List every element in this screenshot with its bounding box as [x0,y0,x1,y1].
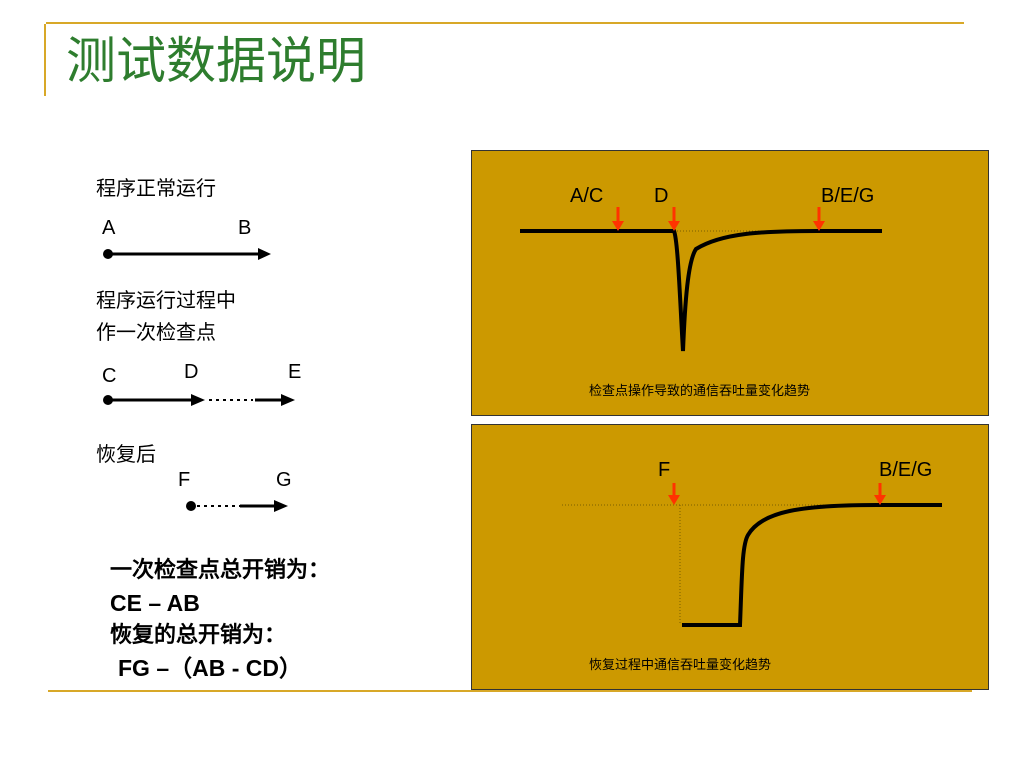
marker-label-ac: A/C [570,185,604,207]
point-b-label: B [238,217,252,239]
checkpoint-throughput-caption: 检查点操作导致的通信吞吐量变化趋势 [589,384,811,399]
marker-label-f: F [658,459,671,481]
bottom-rule [48,690,972,692]
marker-arrow-ac [612,207,624,231]
checkpoint-throughput-plot [520,207,882,352]
marker-arrow-d [668,207,680,231]
point-d-label: D [184,361,199,383]
checkpoint-run-label-1: 程序运行过程中 [96,288,236,312]
summary-line-4: FG –（AB - CD） [118,655,302,681]
start-dot [186,501,196,511]
top-rule [46,22,964,24]
point-a-label: A [102,217,116,239]
recovery-throughput-plot [562,483,942,627]
normal-run-timeline [103,248,271,260]
left-rule [44,24,46,96]
checkpoint-run-timeline [103,394,295,406]
point-g-label: G [276,469,292,491]
timeline-arrowhead [191,394,205,406]
timeline-arrowhead [281,394,295,406]
recovery-timeline [186,500,288,512]
recovery-throughput-panel: F B/E/G 恢复过程中通信吞吐量变化趋势 [471,424,989,690]
recovery-throughput-caption: 恢复过程中通信吞吐量变化趋势 [589,658,772,673]
point-c-label: C [102,365,117,387]
recovery-label: 恢复后 [96,442,156,466]
page-title: 测试数据说明 [66,32,366,90]
summary-line-2: CE – AB [110,590,200,616]
checkpoint-run-label-2: 作一次检查点 [96,320,216,344]
throughput-curve [520,229,882,352]
timeline-arrowhead [258,248,271,260]
timeline-arrowhead [274,500,288,512]
checkpoint-throughput-panel: A/C D B/E/G 检查点操作导致的通信吞吐量变化趋势 [471,150,989,416]
marker-arrow-beg [874,483,886,505]
normal-run-label: 程序正常运行 [96,176,216,200]
summary-line-3: 恢复的总开销为： [110,623,287,648]
summary-line-1: 一次检查点总开销为： [110,558,331,583]
throughput-curve [682,503,942,627]
marker-label-beg: B/E/G [879,459,933,481]
marker-label-d: D [654,185,669,207]
point-f-label: F [178,469,191,491]
marker-arrow-beg [813,207,825,231]
marker-label-beg: B/E/G [821,185,875,207]
point-e-label: E [288,361,302,383]
marker-arrow-f [668,483,680,505]
